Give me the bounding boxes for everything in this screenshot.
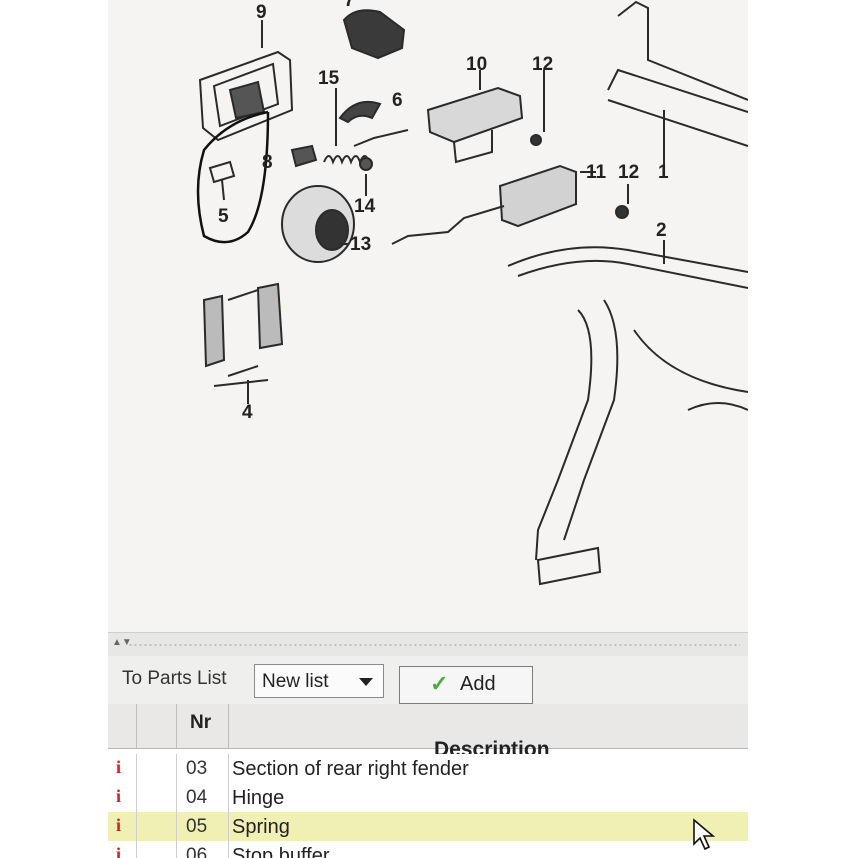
add-button-label: Add xyxy=(460,673,496,695)
column-divider xyxy=(228,783,229,812)
column-divider xyxy=(228,754,229,783)
callout-2: 2 xyxy=(656,220,667,241)
pane-splitter[interactable]: ▲▼ xyxy=(108,632,748,658)
part-description: Hinge xyxy=(232,787,285,809)
parts-diagram[interactable]: 9 7 15 6 10 12 8 5 14 13 11 12 1 2 4 xyxy=(108,0,748,632)
to-parts-list-label: To Parts List xyxy=(122,668,227,689)
parts-table: Nr Description i 03 Section of rear right … xyxy=(108,704,748,858)
callout-4: 4 xyxy=(242,402,253,423)
part-description: Section of rear right fender xyxy=(232,758,469,780)
part-number: 03 xyxy=(186,758,208,779)
add-button[interactable]: ✓ Add xyxy=(399,666,533,704)
info-column-header xyxy=(108,704,137,748)
callout-5: 5 xyxy=(218,206,229,227)
blank-column-header xyxy=(136,704,177,748)
info-icon[interactable]: i xyxy=(116,815,122,835)
part-number: 04 xyxy=(186,787,208,808)
column-divider xyxy=(228,812,229,841)
callout-14: 14 xyxy=(354,196,376,217)
part-number: 05 xyxy=(186,816,208,837)
chevron-down-icon[interactable] xyxy=(359,678,373,686)
info-icon[interactable]: i xyxy=(116,786,122,806)
callout-15: 15 xyxy=(318,68,340,89)
parts-list-toolbar: To Parts List New list ✓ Add xyxy=(108,656,748,704)
column-divider xyxy=(176,783,177,812)
callout-9: 9 xyxy=(256,2,267,23)
column-divider xyxy=(228,841,229,858)
nr-column-header[interactable]: Nr xyxy=(176,704,229,748)
callout-12a: 12 xyxy=(532,54,553,75)
app-window: 9 7 15 6 10 12 8 5 14 13 11 12 1 2 4 ▲▼ … xyxy=(108,0,748,858)
part-description: Stop buffer xyxy=(232,845,330,858)
part-number: 06 xyxy=(186,845,208,858)
callout-13: 13 xyxy=(350,234,371,255)
callout-10: 10 xyxy=(466,54,487,75)
callout-1: 1 xyxy=(658,162,669,183)
column-divider xyxy=(176,812,177,841)
table-header: Nr Description xyxy=(108,704,748,761)
callout-12b: 12 xyxy=(618,162,639,183)
parts-list-select[interactable]: New list xyxy=(254,664,384,698)
collapse-arrows-icon[interactable]: ▲▼ xyxy=(112,637,132,648)
info-icon[interactable]: i xyxy=(116,757,122,777)
callout-6: 6 xyxy=(392,90,403,111)
column-divider xyxy=(136,783,137,812)
table-row[interactable]: i 03 Section of rear right fender xyxy=(108,754,748,784)
column-divider xyxy=(176,754,177,783)
diagram-callouts: 9 7 15 6 10 12 8 5 14 13 11 12 1 2 4 xyxy=(218,0,669,423)
nr-header-label: Nr xyxy=(190,712,212,733)
table-row[interactable]: i 06 Stop buffer xyxy=(108,841,748,858)
callout-7: 7 xyxy=(344,0,355,11)
table-row[interactable]: i 04 Hinge xyxy=(108,783,748,813)
column-divider xyxy=(136,841,137,858)
mouse-pointer-icon xyxy=(693,818,716,851)
splitter-grip[interactable] xyxy=(128,644,740,646)
column-divider xyxy=(176,841,177,858)
callout-11: 11 xyxy=(586,162,607,183)
column-divider xyxy=(136,754,137,783)
callout-8: 8 xyxy=(262,152,273,173)
check-icon: ✓ xyxy=(430,671,449,696)
exploded-view-drawing: 9 7 15 6 10 12 8 5 14 13 11 12 1 2 4 xyxy=(196,0,748,586)
column-divider xyxy=(136,812,137,841)
parts-list-select-value: New list xyxy=(262,671,329,692)
info-icon[interactable]: i xyxy=(116,844,122,858)
part-description: Spring xyxy=(232,816,290,838)
table-row[interactable]: i 05 Spring xyxy=(108,812,748,842)
